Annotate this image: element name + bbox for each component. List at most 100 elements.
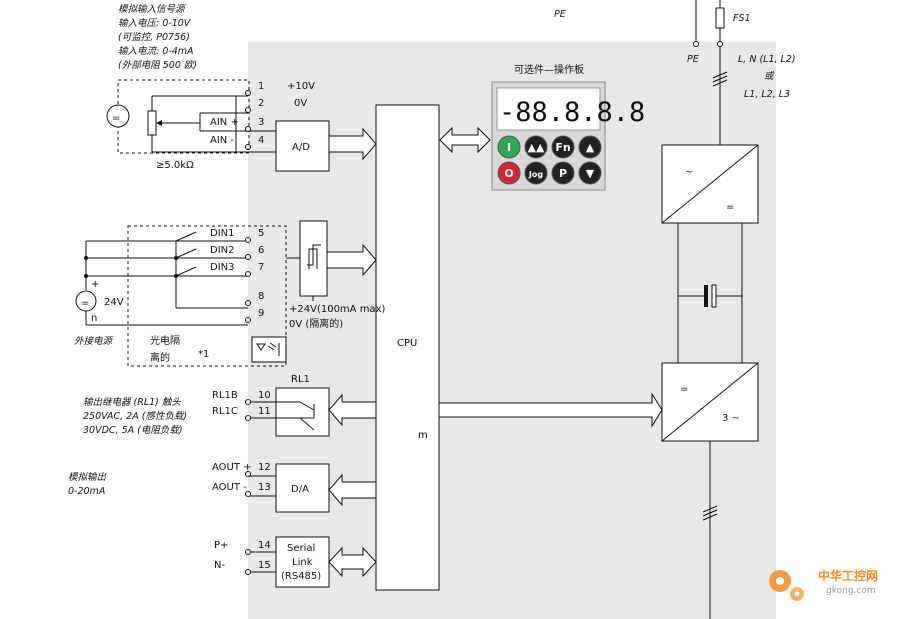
panel-button-label: Fn bbox=[555, 141, 570, 154]
serial-label-1: Serial bbox=[287, 543, 315, 554]
terminal-5 bbox=[245, 237, 251, 243]
mains-line2: L1, L2, L3 bbox=[744, 89, 790, 100]
terminal-number: 5 bbox=[258, 228, 264, 239]
potentiometer-icon bbox=[147, 110, 157, 136]
serial-link-block bbox=[275, 536, 330, 588]
relay-rating1: 250VAC, 2A (感性负载) bbox=[83, 411, 187, 422]
terminal-number: 1 bbox=[258, 81, 264, 92]
panel-button[interactable] bbox=[497, 135, 521, 159]
terminal-number: 7 bbox=[258, 262, 264, 273]
terminal-4 bbox=[245, 144, 251, 150]
panel-button[interactable] bbox=[551, 161, 575, 185]
opto-note: *1 bbox=[198, 349, 209, 360]
terminal-number: 15 bbox=[258, 560, 271, 571]
pe-top-label: PE bbox=[554, 9, 566, 20]
terminal-number: 12 bbox=[258, 462, 271, 473]
voltage-source-icon bbox=[106, 104, 130, 128]
cpu-to-da-arrow bbox=[328, 473, 377, 507]
panel-button[interactable] bbox=[524, 135, 548, 159]
ext-supply-minus: n bbox=[91, 313, 97, 324]
supply-24v-label: +24V(100mA max) bbox=[289, 304, 385, 315]
panel-button[interactable] bbox=[497, 161, 521, 185]
terminal-label: RL1C bbox=[212, 406, 238, 417]
zero-iso-label: 0V (隔离的) bbox=[289, 317, 343, 330]
terminal-number: 11 bbox=[258, 406, 271, 417]
terminal-3 bbox=[245, 126, 251, 132]
ao-range: 0-20mA bbox=[68, 486, 105, 497]
optocoupler-icon bbox=[251, 336, 287, 363]
panel-button-label: O bbox=[504, 167, 513, 180]
ai-resistor: (外部电阻 500 欧) bbox=[118, 59, 197, 71]
terminal-number: 3 bbox=[258, 117, 264, 128]
dc-link-capacitor-plate bbox=[711, 284, 717, 308]
cpu-panel-arrow bbox=[439, 126, 491, 154]
terminal-15 bbox=[245, 569, 251, 575]
terminal-number: 2 bbox=[258, 98, 264, 109]
inverter-dc: = bbox=[680, 384, 688, 395]
terminal-number: 10 bbox=[258, 390, 271, 401]
voltage-source-symbol: = bbox=[112, 113, 120, 124]
ad-label: A/D bbox=[292, 142, 310, 153]
ext-supply-symbol: = bbox=[81, 298, 89, 309]
panel-button-label: ▼ bbox=[586, 167, 595, 180]
mains-terminal bbox=[717, 41, 723, 47]
serial-label-2: Link bbox=[292, 557, 313, 568]
terminal-10 bbox=[245, 399, 251, 405]
relay-block bbox=[275, 387, 330, 437]
ext-supply-plus: + bbox=[91, 279, 99, 290]
watermark-name: 中华工控网 bbox=[818, 568, 878, 583]
ext-supply-label: 外接电源 bbox=[74, 336, 114, 347]
terminal-number: 8 bbox=[258, 291, 264, 302]
terminal-label: P+ bbox=[214, 540, 228, 551]
panel-button[interactable] bbox=[524, 161, 548, 185]
relay-title: 输出继电器 (RL1) 触头 bbox=[83, 396, 181, 408]
opto-label-1: 光电隔 bbox=[150, 334, 180, 347]
terminal-9 bbox=[245, 317, 251, 323]
m-label: m bbox=[418, 430, 428, 441]
terminal-13 bbox=[245, 491, 251, 497]
relay-block-title: RL1 bbox=[291, 374, 310, 385]
mains-or: 或 bbox=[764, 71, 775, 82]
mains-line1: L, N (L1, L2) bbox=[738, 54, 796, 65]
panel-button-label: ▲▲ bbox=[528, 141, 545, 154]
rectifier-ac: ~ bbox=[685, 167, 693, 178]
terminal-8 bbox=[245, 300, 251, 306]
terminal-12 bbox=[245, 471, 251, 477]
da-block bbox=[275, 463, 330, 513]
panel-button[interactable] bbox=[578, 161, 602, 185]
panel-button[interactable] bbox=[551, 135, 575, 159]
terminal-1 bbox=[245, 90, 251, 96]
ai-monitor: (可监控, P0756) bbox=[118, 32, 190, 43]
terminal-number: 13 bbox=[258, 482, 271, 493]
ext-supply-voltage: 24V bbox=[104, 297, 124, 308]
terminal-label: AOUT + bbox=[212, 462, 252, 473]
terminal-label: DIN1 bbox=[210, 228, 235, 239]
terminal-label: +10V bbox=[287, 81, 315, 92]
panel-display-text: -88.8.8.8 bbox=[499, 97, 645, 128]
panel-title: 可选件—操作板 bbox=[514, 63, 584, 76]
inverter-ac: 3 ~ bbox=[722, 413, 740, 424]
terminal-number: 14 bbox=[258, 540, 271, 551]
fs1-label: FS1 bbox=[733, 13, 751, 24]
panel-button-label: P bbox=[559, 167, 567, 180]
cpu-block bbox=[375, 104, 440, 591]
din-to-cpu-arrow bbox=[326, 243, 377, 277]
panel-button[interactable] bbox=[578, 135, 602, 159]
ao-title: 模拟输出 bbox=[68, 471, 107, 483]
ai-current: 输入电流: 0-4mA bbox=[118, 45, 194, 57]
ai-title: 模拟输入信号源 bbox=[118, 3, 186, 15]
terminal-14 bbox=[245, 549, 251, 555]
terminal-label: N- bbox=[214, 560, 225, 571]
panel-display bbox=[496, 87, 601, 131]
ai-voltage: 输入电压: 0-10V bbox=[118, 17, 192, 29]
panel-button-label: ▲ bbox=[586, 141, 595, 154]
gkong-watermark: 中华工控网 gkong.com bbox=[769, 568, 878, 601]
fuse-fs1 bbox=[715, 7, 725, 29]
terminal-label: AOUT - bbox=[212, 482, 247, 493]
terminal-label: AIN - bbox=[210, 135, 234, 146]
terminal-6 bbox=[245, 254, 251, 260]
da-label: D/A bbox=[291, 484, 309, 495]
cpu-to-inverter-arrow bbox=[438, 392, 663, 428]
terminal-label: 0V bbox=[294, 98, 307, 109]
watermark-url: gkong.com bbox=[826, 586, 876, 596]
